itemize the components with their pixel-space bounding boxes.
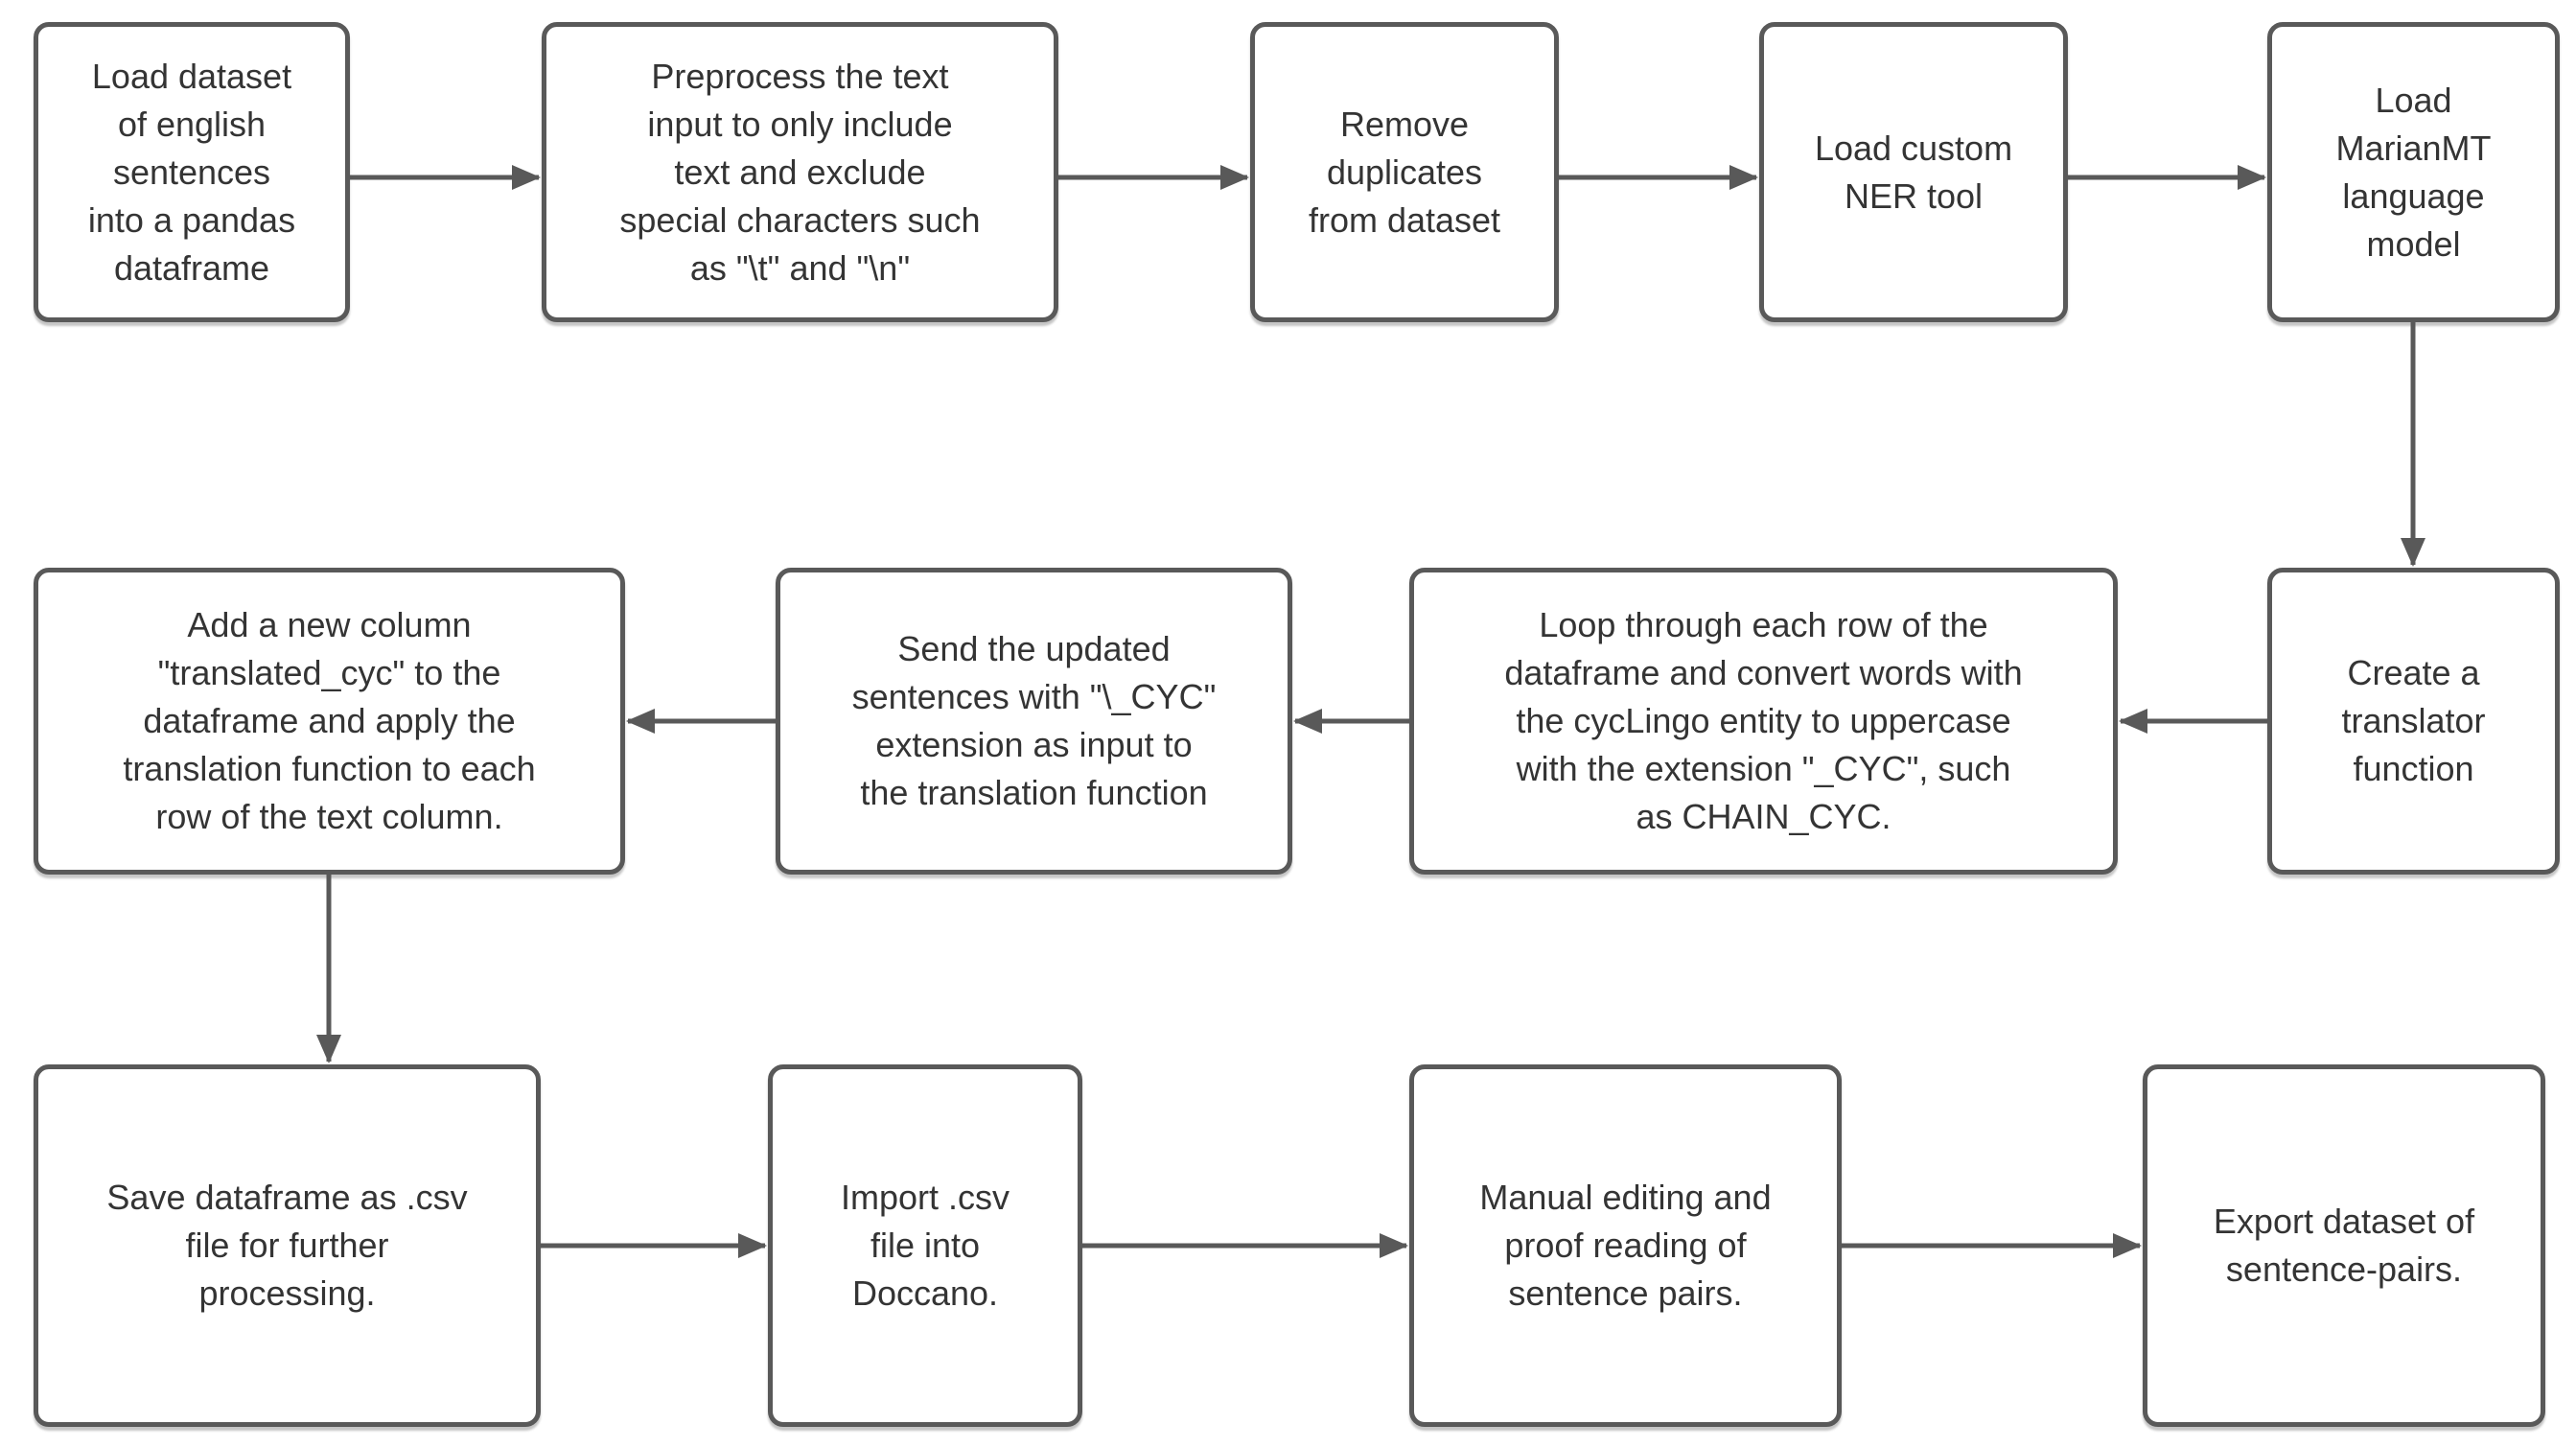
flow-node-create-translator: Create a translator function xyxy=(2267,568,2560,875)
flow-node-loop-rows: Loop through each row of the dataframe a… xyxy=(1409,568,2118,875)
flow-node-add-column-label: Add a new column "translated_cyc" to the… xyxy=(123,605,536,836)
flow-node-loop-rows-label: Loop through each row of the dataframe a… xyxy=(1504,605,2023,836)
flow-node-create-translator-label: Create a translator function xyxy=(2341,653,2486,788)
flow-node-remove-duplicates-label: Remove duplicates from dataset xyxy=(1308,104,1501,240)
flow-node-import-doccano-label: Import .csv file into Doccano. xyxy=(840,1178,1010,1313)
flow-node-add-column: Add a new column "translated_cyc" to the… xyxy=(34,568,625,875)
flow-node-load-ner-tool-label: Load custom NER tool xyxy=(1814,128,2013,216)
flow-node-load-dataset: Load dataset of english sentences into a… xyxy=(34,22,350,322)
flow-node-send-sentences: Send the updated sentences with "\_CYC" … xyxy=(776,568,1292,875)
flow-node-save-csv-label: Save dataframe as .csv file for further … xyxy=(106,1178,468,1313)
flow-node-load-dataset-label: Load dataset of english sentences into a… xyxy=(87,56,296,288)
flow-node-export-dataset-label: Export dataset of sentence-pairs. xyxy=(2213,1202,2475,1289)
flow-node-remove-duplicates: Remove duplicates from dataset xyxy=(1250,22,1559,322)
flow-node-import-doccano: Import .csv file into Doccano. xyxy=(768,1064,1082,1427)
flow-node-manual-editing: Manual editing and proof reading of sent… xyxy=(1409,1064,1842,1427)
flow-node-export-dataset: Export dataset of sentence-pairs. xyxy=(2143,1064,2545,1427)
flow-node-load-marianmt: Load MarianMT language model xyxy=(2267,22,2560,322)
flow-node-send-sentences-label: Send the updated sentences with "\_CYC" … xyxy=(851,629,1217,812)
flow-node-preprocess-text: Preprocess the text input to only includ… xyxy=(542,22,1058,322)
flow-node-load-ner-tool: Load custom NER tool xyxy=(1759,22,2068,322)
flow-node-manual-editing-label: Manual editing and proof reading of sent… xyxy=(1479,1178,1772,1313)
flow-node-save-csv: Save dataframe as .csv file for further … xyxy=(34,1064,541,1427)
flow-node-preprocess-text-label: Preprocess the text input to only includ… xyxy=(619,56,981,288)
flow-node-load-marianmt-label: Load MarianMT language model xyxy=(2335,80,2492,264)
